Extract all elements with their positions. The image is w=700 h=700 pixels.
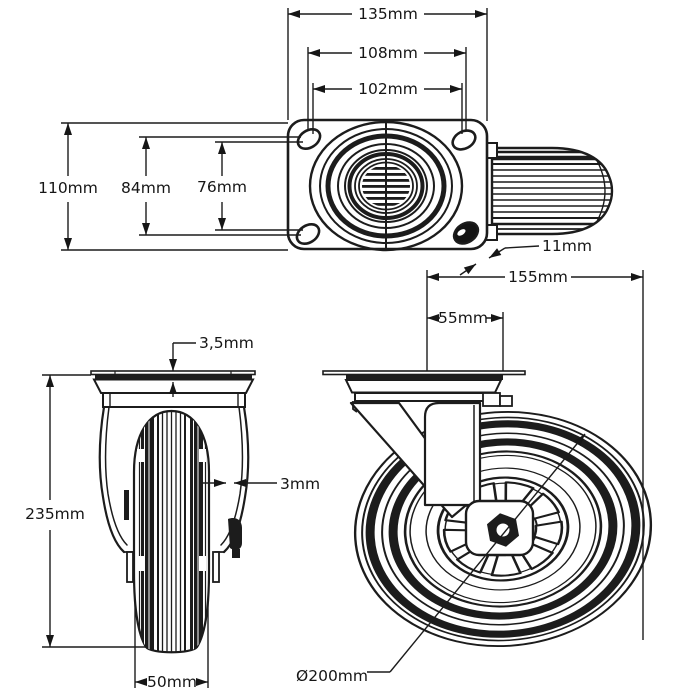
dimension-labels: 135mm 108mm 102mm 110mm 84mm 76mm 11mm 1… <box>25 5 592 691</box>
side-view <box>322 370 653 648</box>
dim-bolt-spacing-inner <box>312 83 463 134</box>
fork-leg-foot-left <box>126 551 134 583</box>
fork-side <box>349 401 535 557</box>
dim-overall-height <box>42 374 147 648</box>
dim-110-label: 110mm <box>38 179 98 197</box>
plate-side <box>322 370 526 413</box>
dim-plate-width <box>61 122 288 251</box>
grease-fitting <box>499 395 513 407</box>
wheel-top-profile <box>485 142 614 241</box>
front-view <box>90 370 256 654</box>
spoke-windows <box>442 481 564 577</box>
dim-3-5-label: 3,5mm <box>199 334 254 352</box>
dim-bolt-hole-diameter <box>459 245 540 276</box>
swivel-step <box>482 392 501 407</box>
dim-108-label: 108mm <box>358 44 418 62</box>
dim-235-label: 235mm <box>25 505 85 523</box>
axle-nub-right <box>228 518 242 551</box>
bolt-hole-top-right <box>451 129 477 151</box>
dim-bolt-spacing-outer <box>307 47 467 131</box>
dim-135-label: 135mm <box>358 5 418 23</box>
dim-plate-thickness <box>169 342 196 397</box>
dimension-lines <box>42 8 644 688</box>
dim-55-label: 55mm <box>438 309 488 327</box>
bolt-holes <box>295 128 480 245</box>
top-view <box>286 118 614 252</box>
dim-3-label: 3mm <box>280 475 320 493</box>
fork-leg-foot-right <box>212 551 220 583</box>
dim-76-label: 76mm <box>197 178 247 196</box>
dim-bolt-spacing-width-outer <box>139 136 301 236</box>
wheel-side <box>353 410 653 648</box>
dim-wheel-diameter <box>367 433 586 673</box>
tire-tread-stripes <box>137 411 207 653</box>
dim-11-label: 11mm <box>542 237 592 255</box>
dim-plate-length <box>287 8 488 121</box>
swivel-bearing <box>308 120 464 252</box>
axle-nub-right-lower <box>232 549 240 558</box>
axle-hole <box>496 523 510 537</box>
fork-leg-vertical <box>423 401 482 507</box>
bolt-hole-bottom-left <box>295 223 321 245</box>
dim-102-label: 102mm <box>358 80 418 98</box>
dim-84-label: 84mm <box>121 179 171 197</box>
bolt-hole-top-left <box>296 128 322 150</box>
tire-front <box>124 409 242 654</box>
dim-50-label: 50mm <box>147 673 197 691</box>
dim-swivel-offset <box>427 312 504 371</box>
dim-overall-length <box>426 270 644 640</box>
dim-bolt-spacing-width-inner <box>215 141 303 231</box>
dim-wheel-width <box>134 600 209 688</box>
dim-155-label: 155mm <box>508 268 568 286</box>
dim-200-label: Ø200mm <box>296 667 368 685</box>
axle-nub-left <box>124 490 129 520</box>
bolt-hole-bottom-right <box>452 221 480 245</box>
